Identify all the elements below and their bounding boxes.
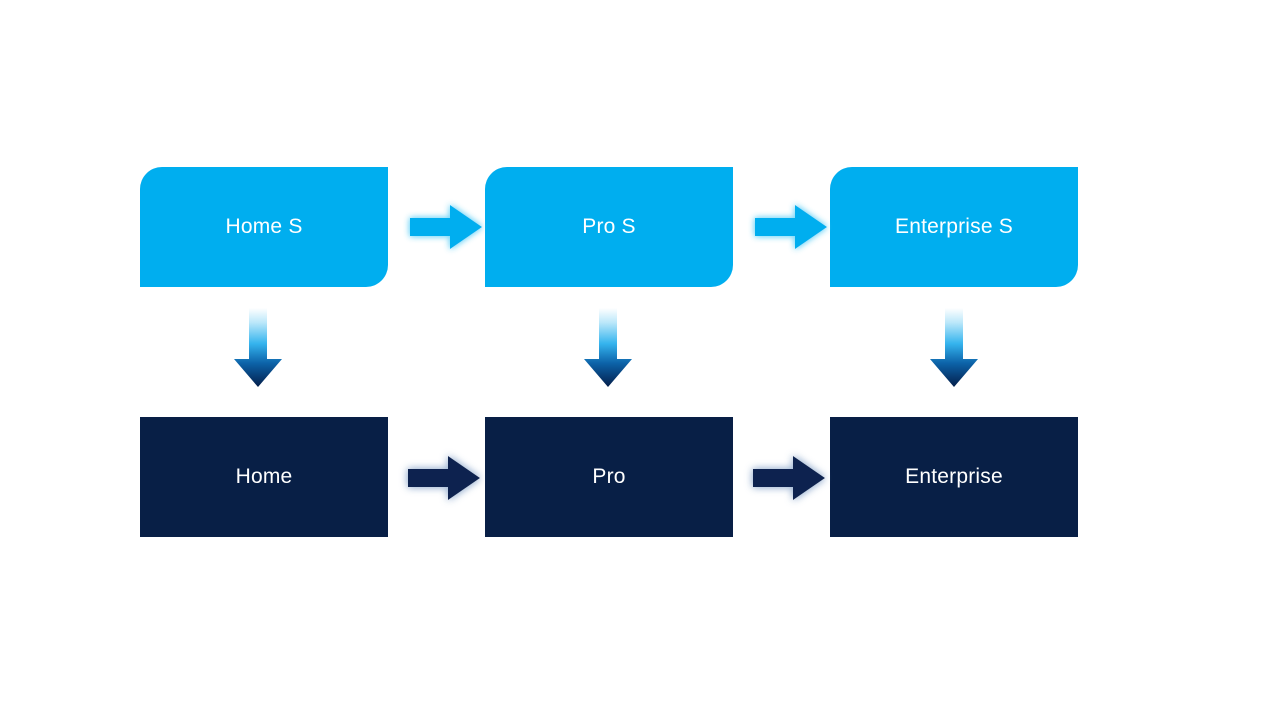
arrow-pro-s-to-pro bbox=[578, 305, 638, 395]
node-pro-s-label: Pro S bbox=[582, 215, 636, 239]
node-pro[interactable]: Pro bbox=[485, 417, 733, 537]
node-home-label: Home bbox=[235, 465, 293, 489]
arrow-home-to-pro bbox=[398, 447, 490, 509]
node-home[interactable]: Home bbox=[140, 417, 388, 537]
node-pro-s[interactable]: Pro S bbox=[485, 167, 733, 287]
arrow-home-s-to-pro-s bbox=[402, 196, 492, 258]
arrow-enterprise-s-to-enterprise bbox=[924, 305, 984, 395]
node-enterprise-s[interactable]: Enterprise S bbox=[830, 167, 1078, 287]
node-pro-label: Pro bbox=[592, 465, 626, 489]
node-enterprise-label: Enterprise bbox=[905, 465, 1003, 489]
arrow-home-s-to-home bbox=[228, 305, 288, 395]
node-home-s-label: Home S bbox=[225, 215, 303, 239]
node-home-s[interactable]: Home S bbox=[140, 167, 388, 287]
node-enterprise[interactable]: Enterprise bbox=[830, 417, 1078, 537]
arrow-pro-s-to-enterprise-s bbox=[747, 196, 837, 258]
node-enterprise-s-label: Enterprise S bbox=[895, 215, 1013, 239]
arrow-pro-to-enterprise bbox=[743, 447, 835, 509]
